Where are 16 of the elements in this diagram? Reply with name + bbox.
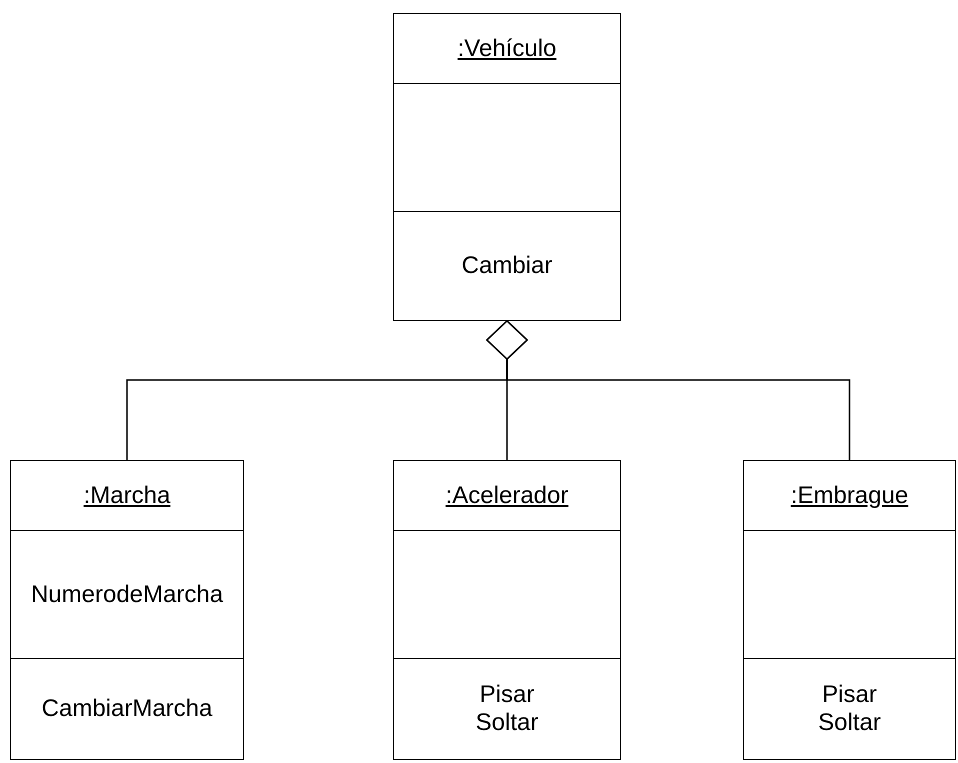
- object-name: :Marcha: [84, 482, 170, 510]
- object-name: :Acelerador: [446, 482, 568, 510]
- object-box: [393, 460, 621, 760]
- operation-text: Pisar: [822, 681, 877, 709]
- operation-text: CambiarMarcha: [42, 695, 212, 723]
- attribute-text: NumerodeMarcha: [30, 580, 224, 608]
- operation-text: Soltar: [818, 709, 881, 737]
- object-name: :Vehículo: [458, 34, 556, 62]
- operation-text: Pisar: [480, 681, 534, 709]
- object-box: [743, 460, 956, 760]
- aggregation-line: [486, 320, 850, 460]
- object-box: [393, 13, 621, 321]
- operation-text: Soltar: [476, 709, 538, 737]
- object-name: :Embrague: [790, 482, 908, 510]
- operation-text: Cambiar: [462, 252, 552, 280]
- object-box: [10, 460, 244, 760]
